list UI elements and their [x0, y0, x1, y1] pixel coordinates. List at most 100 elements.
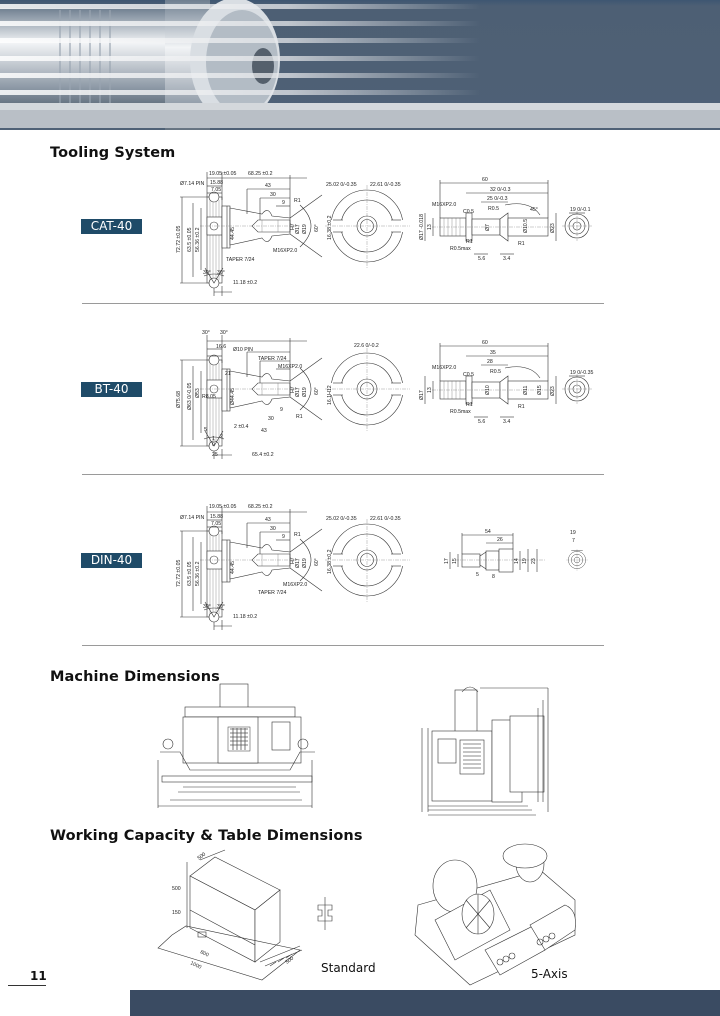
dimension-label: C0.5: [463, 209, 474, 215]
dimension-label: Ø17: [295, 387, 301, 397]
machine-front-view-drawing: [157, 683, 315, 808]
dimension-label: 800: [199, 949, 209, 958]
dimension-label: 26: [497, 537, 503, 543]
dimension-label: 9: [282, 534, 285, 540]
dimension-label: R8.05: [202, 394, 216, 400]
dimension-label: 30: [268, 416, 274, 422]
din40-pull-stud: [449, 533, 545, 573]
dimension-label: 500: [197, 851, 208, 861]
dimension-label: R1: [518, 241, 525, 247]
five-axis-caption: 5-Axis: [531, 967, 568, 981]
dimension-label: 32 0/-0.3: [490, 187, 511, 193]
dimension-label: 11.18 ±0.2: [233, 280, 257, 286]
dimension-label: 68.25 ±0.2: [248, 171, 273, 177]
dimension-label: 25: [212, 452, 218, 458]
dimension-label: M16XP2.0: [432, 202, 456, 208]
page-number: 11: [30, 969, 47, 983]
dimension-label: 3.4: [503, 419, 510, 425]
dimension-label: TAPER 7/24: [226, 257, 255, 263]
page-number-underline: [8, 985, 46, 986]
dimension-label: 45°: [530, 207, 538, 213]
header-stripe: [0, 73, 480, 78]
dimension-label: 16.38 ±0.2: [327, 549, 333, 574]
dimension-label: 5.6: [478, 256, 485, 262]
dimension-label: Ø23: [550, 223, 556, 233]
dimension-label: 2: [220, 434, 223, 440]
dimension-label: Ø17: [295, 558, 301, 568]
dimension-label: 60: [482, 177, 488, 183]
dimension-label: Ø15: [537, 385, 543, 395]
dimension-label: 1: [212, 436, 215, 442]
dimension-label: 15.88: [210, 180, 223, 186]
dimension-label: 150: [172, 910, 181, 916]
dimension-label: TAPER 7/24: [258, 590, 287, 596]
header-stripe: [0, 4, 480, 9]
dimension-label: 63.5 ±0.05: [187, 227, 193, 252]
dimension-label: Ø44.45: [230, 388, 236, 405]
dimension-label: 7: [572, 538, 575, 544]
tooling-system-heading: Tooling System: [50, 145, 176, 161]
working-capacity-heading: Working Capacity & Table Dimensions: [50, 828, 363, 844]
dimension-label: 15.88: [210, 514, 223, 520]
dimension-label: 2 ±0.4: [234, 424, 248, 430]
dimension-label: 56.36 ±0.2: [195, 561, 201, 586]
bt40-front-view: [324, 347, 411, 432]
dimension-label: 25.02 0/-0.35: [326, 516, 357, 522]
dimension-label: 43: [261, 428, 267, 434]
dimension-label: 44.45: [230, 561, 236, 574]
machine-dimensions-heading: Machine Dimensions: [50, 669, 220, 685]
dimension-label: R1: [294, 198, 301, 204]
dimension-label: 72.72 ±0.05: [176, 560, 182, 587]
dimension-label: C0.5: [463, 372, 474, 378]
din40-front-view: [324, 518, 411, 603]
dimension-label: 7.05: [211, 187, 221, 193]
dimension-label: 60°: [314, 224, 320, 232]
bt40-end-view: [561, 373, 593, 405]
dimension-label: Ø19: [302, 387, 308, 397]
dimension-label: Ø10: [485, 385, 491, 395]
standard-caption: Standard: [321, 961, 376, 975]
dimension-label: 16.38 ±0.2: [327, 215, 333, 240]
dimension-label: M16XP2.0: [273, 248, 297, 254]
dimension-label: M16XP2.0: [283, 582, 307, 588]
dimension-label: 3.4: [503, 256, 510, 262]
machine-side-view-drawing: [421, 686, 549, 816]
dimension-label: 60: [482, 340, 488, 346]
din40-end-view: [565, 548, 589, 572]
dimension-label: 30°: [217, 270, 225, 276]
dimension-label: 19 0/-0.1: [570, 207, 591, 213]
dimension-label: 1000: [189, 960, 202, 970]
dimension-label: Ø7: [485, 224, 491, 231]
dimension-label: 60°: [314, 558, 320, 566]
dimension-label: 0: [212, 442, 215, 448]
dimension-label: 19 0/-0.35: [570, 370, 593, 376]
header-band: [0, 103, 720, 110]
dimension-label: 28: [487, 359, 493, 365]
dimension-label: 43: [265, 183, 271, 189]
dimension-label: Ø7.14 PIN: [180, 515, 204, 521]
dimension-label: 14: [514, 558, 520, 564]
dimension-label: H7: [290, 557, 296, 564]
t-slot-detail: [317, 897, 333, 930]
dimension-label: H7: [290, 223, 296, 230]
dimension-label: M16XP2.0: [432, 365, 456, 371]
dimension-label: M16XP2.0: [278, 364, 302, 370]
dimension-label: Ø63 0/-0.05: [187, 382, 193, 410]
cat40-label: CAT-40: [81, 219, 142, 234]
header-stripe: [0, 90, 480, 95]
dimension-label: 30°: [220, 330, 228, 336]
dimension-label: 11.18 ±0.2: [233, 614, 257, 620]
din40-label: DIN-40: [81, 553, 142, 568]
dimension-label: 9: [282, 200, 285, 206]
dimension-label: Ø19: [302, 558, 308, 568]
dimension-label: R1: [466, 402, 473, 408]
dimension-label: Ø75.68: [176, 391, 182, 408]
dimension-label: R0.5max: [450, 246, 471, 252]
dimension-label: Ø53: [195, 388, 201, 398]
dimension-label: R1: [518, 404, 525, 410]
dimension-label: 30°: [203, 604, 211, 610]
header-band: [0, 110, 720, 128]
dimension-label: H7: [290, 386, 296, 393]
cat40-end-view: [561, 210, 593, 242]
dimension-label: 19: [522, 558, 528, 564]
